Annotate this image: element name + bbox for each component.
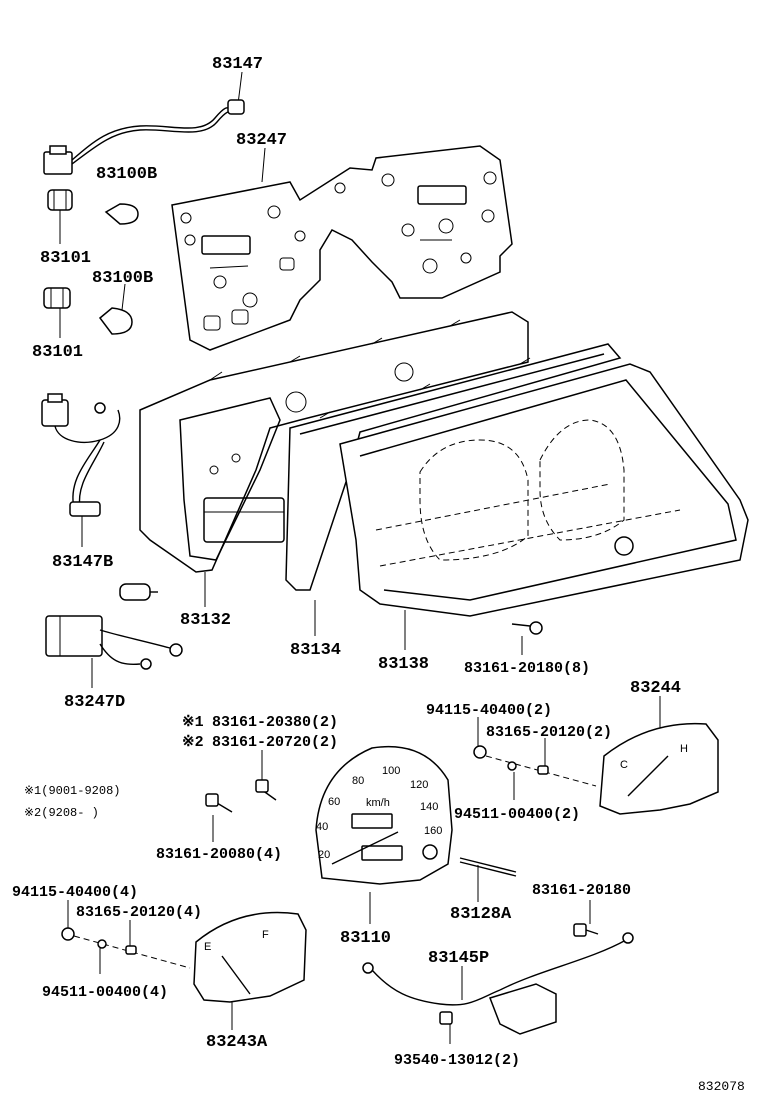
speedo-tick-140: 140 <box>420 801 438 813</box>
label-83101-lower: 83101 <box>32 343 83 362</box>
temp-gauge-hot: H <box>680 743 688 755</box>
glass-cover-83138 <box>339 363 749 617</box>
fuel-gauge-83243A: E F <box>61 911 307 1003</box>
wire-harness-83147 <box>43 99 245 175</box>
label-83244: 83244 <box>630 679 681 698</box>
speedometer-83110: 20 40 60 80 100 120 140 160 km/h <box>315 745 453 885</box>
label-94115-40400-2: 94115-40400(2) <box>426 702 552 719</box>
label-83110: 83110 <box>340 929 391 948</box>
mark-2: ※2 <box>182 734 204 751</box>
speedo-tick-60: 60 <box>328 796 340 808</box>
label-83138: 83138 <box>378 655 429 674</box>
label-83100B-upper: 83100B <box>96 165 157 184</box>
bulb-socket-83101-upper <box>47 189 73 211</box>
screw-83161-20180 <box>573 923 599 937</box>
bulb-83100B-lower <box>98 307 133 335</box>
label-83145P: 83145P <box>428 949 489 968</box>
label-83101-upper: 83101 <box>40 249 91 268</box>
screw-83161-20080 <box>205 793 233 813</box>
label-83161-20080-4: 83161-20080(4) <box>156 846 282 863</box>
fuel-gauge-full: F <box>262 929 269 941</box>
temp-gauge-cold: C <box>620 759 628 771</box>
note-1: ※1(9001-9208) <box>24 784 120 798</box>
label-94511-00400-4: 94511-00400(4) <box>42 984 168 1001</box>
screw-83161-20380-20720 <box>255 779 277 801</box>
meter-case-83132 <box>139 311 529 573</box>
speedo-unit: km/h <box>366 797 390 809</box>
label-93540-13012-2: 93540-13012(2) <box>394 1052 520 1069</box>
label-83161-20180-8: 83161-20180(8) <box>464 660 590 677</box>
switch-83247D <box>45 583 183 670</box>
label-83147B: 83147B <box>52 553 113 572</box>
note-2: ※2(9208- ) <box>24 806 99 820</box>
label-83161-20380-2: 83161-20380(2) <box>212 714 338 731</box>
speedo-tick-20: 20 <box>318 849 330 861</box>
label-83128A: 83128A <box>450 905 512 924</box>
cable-83145P <box>362 932 634 1035</box>
speedo-tick-100: 100 <box>382 765 400 777</box>
speedo-tick-120: 120 <box>410 779 428 791</box>
speedo-tick-40: 40 <box>316 821 328 833</box>
label-83161-20720-2: 83161-20720(2) <box>212 734 338 751</box>
label-83100B-lower: 83100B <box>92 269 153 288</box>
fuel-gauge-empty: E <box>204 941 211 953</box>
screw-83161-20180-8 <box>511 621 543 635</box>
label-94511-00400-2: 94511-00400(2) <box>454 806 580 823</box>
speedo-tick-80: 80 <box>352 775 364 787</box>
bulb-socket-83101-lower <box>43 287 71 309</box>
label-83243A: 83243A <box>206 1033 268 1052</box>
shaft-83128A <box>459 857 517 877</box>
printed-circuit-83247 <box>171 145 513 351</box>
label-83247D: 83247D <box>64 693 125 712</box>
label-83134: 83134 <box>290 641 341 660</box>
speedo-tick-160: 160 <box>424 825 442 837</box>
temperature-gauge-83244: C H <box>473 722 719 815</box>
figure-id: 832078 <box>698 1079 745 1094</box>
label-83147: 83147 <box>212 55 263 74</box>
wire-harness-83147B <box>41 393 121 517</box>
label-83132: 83132 <box>180 611 231 630</box>
bulb-83100B-upper <box>104 203 139 225</box>
label-83161-20180: 83161-20180 <box>532 882 631 899</box>
label-83247: 83247 <box>236 131 287 150</box>
label-83165-20120-2: 83165-20120(2) <box>486 724 612 741</box>
label-94115-40400-4: 94115-40400(4) <box>12 884 138 901</box>
label-83165-20120-4: 83165-20120(4) <box>76 904 202 921</box>
mark-1: ※1 <box>182 714 204 731</box>
part-labels: 83147 83247 83100B 83101 83100B 83101 83… <box>12 55 745 1094</box>
